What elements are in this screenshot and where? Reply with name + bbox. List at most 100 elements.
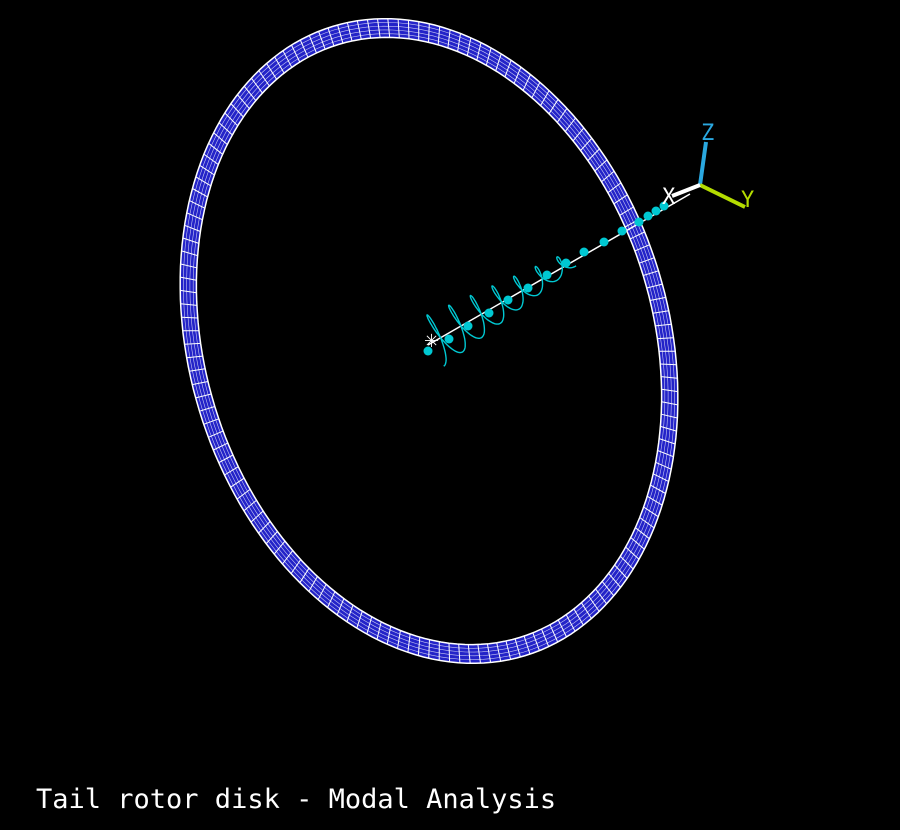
mesh-element-edge: [192, 381, 209, 386]
mesh-element-edge: [496, 642, 502, 662]
mesh-element-edge: [189, 368, 206, 372]
mesh-element-edge: [619, 206, 634, 216]
mesh-element-edge: [580, 602, 592, 619]
mesh-element-edge: [634, 244, 650, 252]
mesh-element-edge: [625, 546, 640, 560]
mesh-element-edge: [182, 237, 199, 244]
mesh-element-edge: [601, 581, 615, 597]
mesh-element-edge: [643, 270, 659, 276]
shaft-node: [651, 206, 661, 216]
shaft-node: [523, 283, 533, 293]
mesh-element-edge: [661, 388, 678, 393]
mesh-element-edge: [407, 20, 410, 39]
mesh-element-edge: [531, 82, 541, 98]
mesh-element-edge: [180, 289, 197, 294]
shaft-node: [423, 346, 433, 356]
mesh-element-edge: [346, 604, 354, 622]
mesh-element-edge: [230, 103, 244, 118]
shaft-node: [617, 226, 627, 236]
mesh-element-edge: [522, 74, 531, 91]
mesh-element-edge: [655, 461, 672, 470]
coordinate-triad: Z Y X: [662, 121, 754, 213]
mesh-element-edge: [184, 224, 201, 232]
mesh-element-edge: [458, 644, 461, 663]
mesh-element-edge: [635, 527, 650, 540]
triad-x-axis: [671, 183, 701, 198]
mesh-element-edge: [336, 598, 345, 616]
mesh-element-edge: [657, 450, 674, 458]
mesh-element-edge: [250, 510, 264, 523]
shaft-node: [599, 237, 609, 247]
mesh-element-edge: [523, 635, 531, 655]
mesh-element-edge: [186, 355, 203, 359]
mesh-element-edge: [318, 31, 326, 50]
triad-z-label: Z: [701, 121, 714, 146]
mesh-element-edge: [466, 37, 472, 56]
mesh-element-edge: [657, 337, 674, 340]
mesh-element-edge: [613, 194, 628, 205]
mesh-element-edge: [180, 276, 197, 281]
mesh-element-edge: [448, 643, 451, 662]
mesh-element-edge: [224, 466, 239, 476]
mesh-element-edge: [387, 18, 391, 38]
shaft-node: [463, 321, 473, 331]
mesh-element-edge: [218, 454, 234, 464]
mesh-element-edge: [180, 263, 197, 269]
mesh-element-edge: [291, 44, 301, 63]
mesh-element-edge: [203, 153, 219, 165]
mesh-element-edge: [337, 24, 344, 44]
mesh-element-edge: [639, 257, 655, 264]
viewport-caption: Tail rotor disk - Modal Analysis: [36, 784, 557, 815]
shaft-node: [561, 258, 571, 268]
mesh-element-edge: [213, 132, 228, 145]
mesh-element-edge: [486, 643, 492, 663]
mesh-element-edge: [659, 438, 676, 445]
mesh-element-edge: [467, 644, 471, 664]
mesh-element-edge: [299, 567, 310, 583]
mesh-element-edge: [224, 112, 239, 127]
mesh-element-edge: [208, 142, 223, 155]
mesh-element-edge: [203, 418, 219, 425]
mesh-element-edge: [308, 576, 318, 592]
mesh-element-edge: [548, 99, 559, 115]
shaft-node: [659, 201, 669, 211]
mesh-element-edge: [308, 35, 317, 54]
mesh-element-edge: [650, 484, 666, 494]
mesh-element-edge: [477, 644, 481, 664]
mesh-element-edge: [619, 555, 634, 570]
mesh-element-edge: [377, 18, 381, 38]
rotor-shaft[interactable]: ✳: [423, 193, 691, 367]
mesh-element-edge: [557, 619, 567, 638]
mesh-element-edge: [437, 26, 441, 45]
mesh-element-edge: [184, 342, 201, 345]
mesh-element-edge: [282, 50, 293, 68]
mesh-element-edge: [327, 27, 335, 47]
mesh-element-edge: [447, 29, 451, 48]
mesh-element-edge: [428, 23, 430, 43]
mesh-element-edge: [652, 473, 669, 482]
mesh-element-edge: [186, 212, 203, 221]
tail-rotor-disk-ring[interactable]: [179, 17, 679, 665]
mesh-element-edge: [476, 42, 482, 61]
mesh-element-edge: [199, 164, 215, 176]
mesh-element-edge: [639, 517, 655, 529]
mesh-element-edge: [629, 231, 645, 240]
mesh-element-edge: [514, 638, 521, 658]
mesh-element-edge: [290, 559, 302, 574]
shaft-node: [542, 270, 552, 280]
mesh-element-edge: [652, 310, 669, 314]
mesh-element-edge: [587, 148, 600, 161]
mesh-element-edge: [237, 94, 250, 109]
mesh-element-edge: [317, 584, 327, 600]
mesh-element-edge: [572, 127, 585, 142]
mesh-element-edge: [346, 22, 353, 42]
mesh-element-edge: [243, 499, 257, 512]
mesh-element-edge: [258, 70, 270, 87]
mesh-element-edge: [180, 303, 197, 306]
mesh-element-edge: [265, 531, 278, 545]
mesh-element-edge: [532, 632, 540, 651]
mesh-element-edge: [366, 616, 373, 635]
mesh-element-edge: [243, 85, 257, 101]
